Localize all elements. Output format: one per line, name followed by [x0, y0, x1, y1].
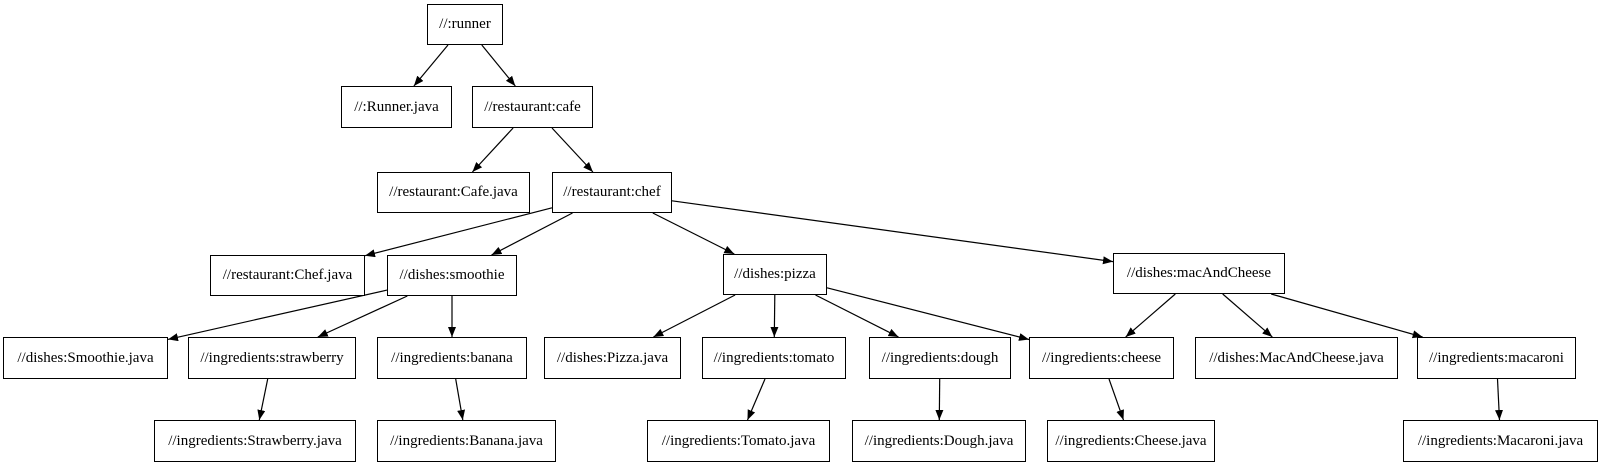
graph-edge-chef-to-pizza: [652, 212, 735, 255]
graph-edge-pizza-to-pizza_java: [653, 294, 736, 338]
graph-node-label: //ingredients:cheese: [1041, 349, 1162, 366]
graph-node-strawberry_java: //ingredients:Strawberry.java: [154, 420, 356, 462]
graph-edge-pizza-to-dough: [815, 294, 899, 338]
graph-node-cheese_java: //ingredients:Cheese.java: [1047, 420, 1215, 462]
graph-node-cheese: //ingredients:cheese: [1029, 337, 1174, 379]
graph-node-tomato: //ingredients:tomato: [702, 337, 846, 379]
graph-node-pizza_java: //dishes:Pizza.java: [544, 337, 681, 379]
graph-node-cafe_java: //restaurant:Cafe.java: [377, 172, 530, 213]
graph-edge-macaroni-to-macaroni_java: [1495, 378, 1504, 421]
graph-node-label: //dishes:macAndCheese: [1126, 265, 1272, 281]
graph-node-label: //ingredients:Tomato.java: [661, 432, 816, 449]
graph-edge-pizza-to-tomato: [770, 294, 779, 338]
graph-node-pizza: //dishes:pizza: [723, 254, 827, 295]
graph-edge-pizza-to-cheese: [826, 287, 1030, 341]
graph-node-runner: //:runner: [427, 4, 503, 45]
graph-edge-cheese-to-cheese_java: [1108, 378, 1125, 421]
graph-node-label: //ingredients:Dough.java: [864, 432, 1014, 449]
graph-node-label: //restaurant:Cafe.java: [389, 184, 518, 200]
graph-edge-smoothie-to-smoothie_java: [167, 289, 388, 342]
graph-node-label: //restaurant:cafe: [484, 98, 581, 115]
graph-edge-banana-to-banana_java: [455, 378, 466, 421]
graph-node-label: //restaurant:chef: [563, 184, 661, 200]
graph-node-label: //ingredients:macaroni: [1429, 349, 1564, 366]
graph-node-cafe: //restaurant:cafe: [472, 86, 593, 128]
graph-node-mac_and_cheese_java: //dishes:MacAndCheese.java: [1195, 337, 1398, 379]
graph-node-label: //ingredients:Strawberry.java: [168, 432, 342, 449]
graph-node-banana_java: //ingredients:Banana.java: [377, 420, 556, 462]
graph-edge-chef-to-mac_and_cheese: [671, 200, 1114, 265]
graph-edge-tomato-to-tomato_java: [746, 378, 766, 421]
graph-node-label: //ingredients:dough: [881, 349, 999, 366]
graph-edge-mac_and_cheese-to-cheese: [1125, 293, 1176, 338]
graph-node-label: //dishes:pizza: [734, 266, 816, 282]
graph-node-label: //ingredients:banana: [391, 349, 513, 366]
graph-edge-strawberry-to-strawberry_java: [257, 378, 269, 421]
graph-node-label: //dishes:Smoothie.java: [17, 349, 154, 366]
graph-node-smoothie: //dishes:smoothie: [387, 255, 517, 296]
graph-node-label: //dishes:Pizza.java: [556, 349, 669, 366]
graph-edge-mac_and_cheese-to-mac_and_cheese_java: [1222, 293, 1273, 338]
graph-node-label: //ingredients:strawberry: [200, 349, 344, 366]
graph-node-label: //dishes:smoothie: [399, 267, 505, 283]
graph-node-runner_java: //:Runner.java: [341, 86, 452, 128]
graph-edge-chef-to-smoothie: [491, 212, 573, 256]
graph-node-label: //:runner: [439, 16, 491, 32]
graph-node-macaroni_java: //ingredients:Macaroni.java: [1403, 420, 1598, 462]
graph-edge-runner-to-cafe: [481, 44, 516, 87]
graph-node-label: //ingredients:tomato: [713, 349, 835, 366]
graph-node-macaroni: //ingredients:macaroni: [1417, 337, 1576, 379]
graph-edge-cafe-to-cafe_java: [471, 127, 514, 173]
graph-node-dough_java: //ingredients:Dough.java: [852, 420, 1026, 462]
graph-node-label: //:Runner.java: [354, 98, 439, 115]
graph-edge-chef-to-chef_java: [364, 207, 553, 258]
graph-node-label: //ingredients:Macaroni.java: [1417, 432, 1584, 449]
graph-node-mac_and_cheese: //dishes:macAndCheese: [1113, 253, 1285, 294]
graph-node-dough: //ingredients:dough: [869, 337, 1011, 379]
graph-edge-cafe-to-chef: [551, 127, 594, 173]
graph-node-chef: //restaurant:chef: [552, 172, 672, 213]
graph-node-tomato_java: //ingredients:Tomato.java: [647, 420, 830, 462]
graph-node-label: //restaurant:Chef.java: [222, 267, 353, 283]
graph-node-label: //dishes:MacAndCheese.java: [1209, 349, 1384, 366]
graph-edge-smoothie-to-strawberry: [317, 295, 408, 338]
graph-node-strawberry: //ingredients:strawberry: [188, 337, 356, 379]
graph-node-chef_java: //restaurant:Chef.java: [210, 255, 365, 296]
graph-edge-runner-to-runner_java: [413, 44, 449, 87]
graph-node-label: //ingredients:Banana.java: [390, 432, 543, 449]
graph-node-label: //ingredients:Cheese.java: [1055, 432, 1207, 449]
graph-node-smoothie_java: //dishes:Smoothie.java: [3, 337, 168, 379]
graph-node-banana: //ingredients:banana: [377, 337, 527, 379]
graph-edge-mac_and_cheese-to-macaroni: [1271, 293, 1423, 339]
